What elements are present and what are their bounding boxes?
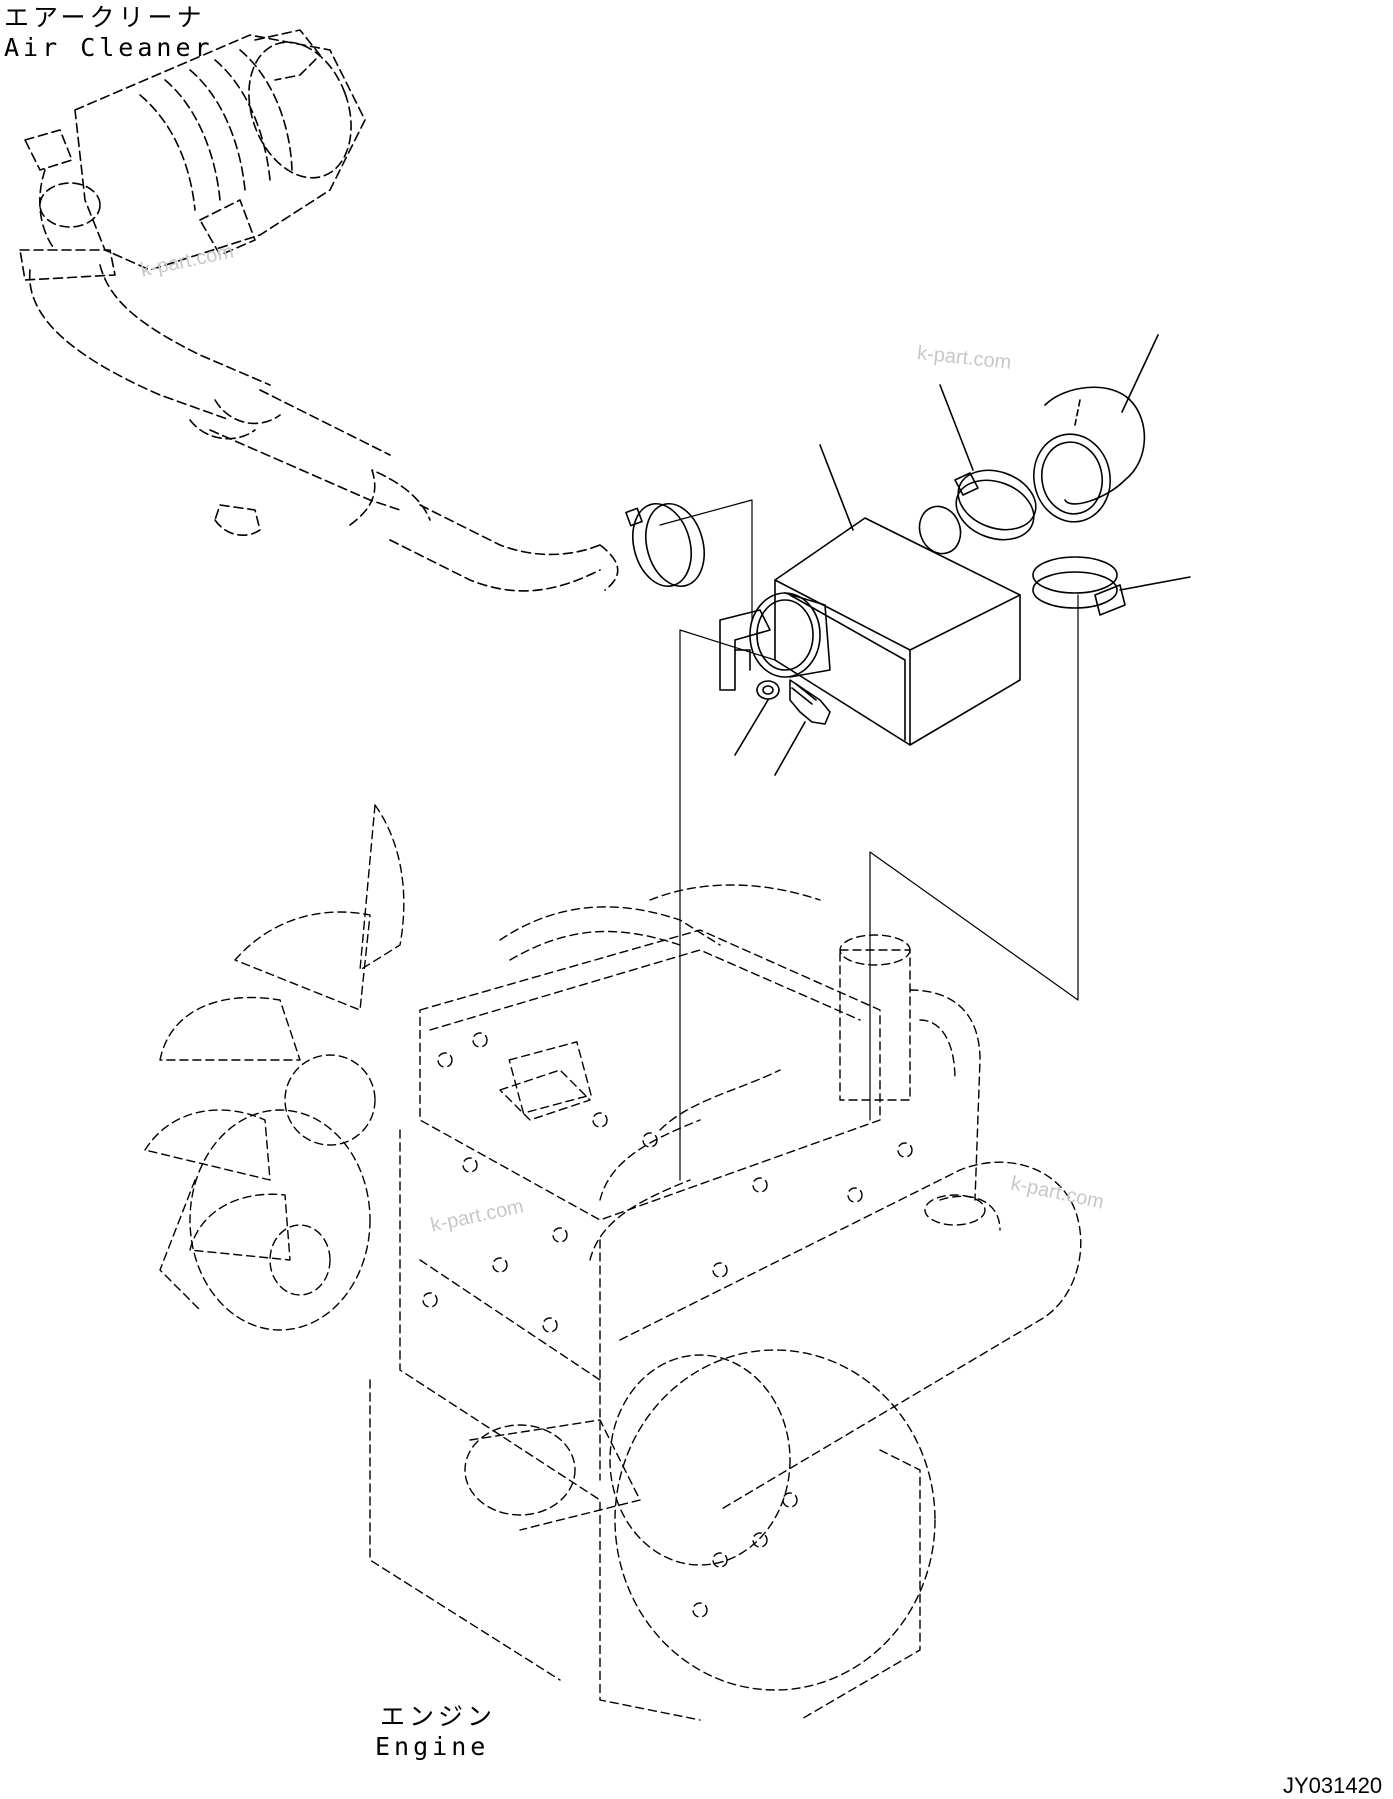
clamp-left [624, 497, 713, 593]
assembly-guides [660, 500, 1078, 1180]
air-cleaner-jp-label: エアークリーナ [4, 3, 206, 32]
clamp-upper-right [948, 460, 1044, 550]
washer [757, 681, 779, 699]
rubber-hose [1027, 387, 1144, 528]
engine-en-label: Engine [375, 1732, 490, 1761]
air-cleaner-assembly [20, 28, 618, 591]
air-cleaner-en-label: Air Cleaner [4, 33, 214, 62]
engine-assembly [145, 805, 1081, 1720]
drawing-code: JY031420 [1283, 1773, 1383, 1798]
intake-silencer-box [720, 501, 1020, 745]
bolt [790, 680, 830, 724]
leader-lines [735, 335, 1190, 775]
engine-jp-label: エンジン [380, 1702, 497, 1731]
clamp-lower-right [1033, 557, 1125, 615]
